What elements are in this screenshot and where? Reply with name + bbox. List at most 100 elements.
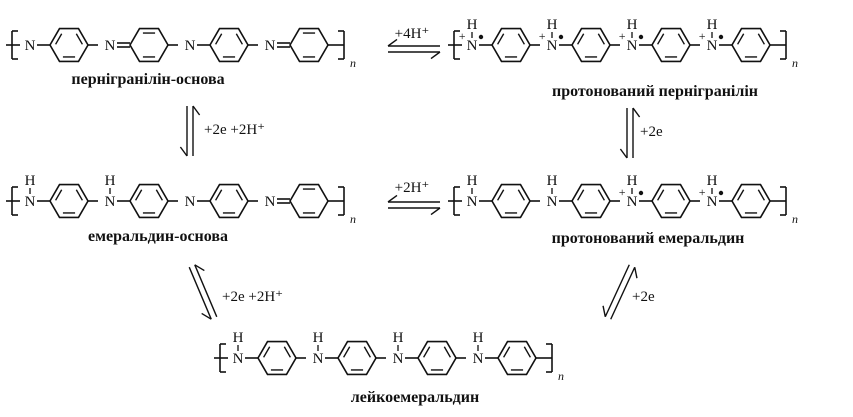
benzene-ring xyxy=(257,340,297,376)
ring-double-bond xyxy=(577,33,585,45)
ring-double-bond xyxy=(363,346,371,358)
ring-double-bond xyxy=(235,33,243,45)
ring-double-bond xyxy=(235,189,243,201)
ring-outline xyxy=(491,183,531,219)
nitrogen-atom: N xyxy=(467,194,478,210)
ring-double-bond xyxy=(657,33,665,45)
forward-arrow-shaft xyxy=(188,266,212,320)
ring-double-bond xyxy=(55,189,63,201)
benzene-ring xyxy=(209,27,249,63)
ring-double-bond xyxy=(523,346,531,358)
label-protonated-emeraldine-reduction: +2e xyxy=(632,289,655,305)
equilibrium-arrows xyxy=(179,38,641,320)
benzene-ring xyxy=(289,27,329,63)
ring-double-bond xyxy=(283,346,291,358)
label-emeraldine-reduction: +2e +2H⁺ xyxy=(222,289,283,305)
nitrogen-atom: N xyxy=(627,38,638,54)
ring-double-bond xyxy=(497,189,505,201)
ring-outline xyxy=(571,27,611,63)
ring-double-bond xyxy=(503,346,511,358)
ring-outline xyxy=(497,340,537,376)
benzene-ring xyxy=(49,183,89,219)
ring-double-bond xyxy=(657,189,665,201)
ring-double-bond xyxy=(737,189,745,201)
label-emeraldine-protonation: +2H⁺ xyxy=(395,180,430,196)
ring-double-bond xyxy=(423,346,431,358)
ring-double-bond xyxy=(757,33,765,45)
ring-outline xyxy=(491,27,531,63)
ring-double-bond xyxy=(75,33,83,45)
hydrogen-atom: H xyxy=(473,330,484,346)
label-pernigraniline-reduction: +2e +2H⁺ xyxy=(204,122,265,138)
forward-arrow-head xyxy=(179,146,188,157)
caption-emeraldine-base: емеральдин-основа xyxy=(88,228,228,245)
radical-dot xyxy=(638,34,644,40)
forward-arrow-head xyxy=(602,305,606,317)
ring-double-bond xyxy=(517,33,525,45)
benzene-ring xyxy=(337,340,377,376)
reverse-arrow-head xyxy=(387,194,398,203)
ring-outline xyxy=(49,183,89,219)
nitrogen-atom: N xyxy=(313,351,324,367)
nitrogen-atom: N xyxy=(473,351,484,367)
radical-dot xyxy=(558,34,564,40)
benzene-ring xyxy=(651,183,691,219)
ring-outline xyxy=(731,27,771,63)
benzene-ring xyxy=(129,183,169,219)
ring-double-bond xyxy=(577,189,585,201)
ring-outline xyxy=(731,183,771,219)
benzene-ring xyxy=(417,340,457,376)
reverse-arrow-head xyxy=(632,107,641,118)
hydrogen-atom: H xyxy=(547,17,558,33)
benzene-ring xyxy=(491,183,531,219)
hydrogen-atom: H xyxy=(467,17,478,33)
ring-outline xyxy=(289,183,329,219)
caption-pernigraniline-base: пернігранілін-основа xyxy=(71,71,224,88)
ring-double-bond xyxy=(135,189,143,201)
nitrogen-atom: N xyxy=(265,194,276,210)
ring-outline xyxy=(129,183,169,219)
radical-dot xyxy=(718,34,724,40)
ring-outline xyxy=(571,183,611,219)
ring-double-bond xyxy=(497,33,505,45)
hydrogen-atom: H xyxy=(627,17,638,33)
forward-arrow-shaft xyxy=(604,264,630,318)
ring-double-bond xyxy=(75,189,83,201)
hydrogen-atom: H xyxy=(627,173,638,189)
repeat-index: n xyxy=(792,56,798,70)
ring-double-bond xyxy=(215,33,223,45)
forward-arrow-head xyxy=(619,148,628,159)
nitrogen-atom: N xyxy=(627,194,638,210)
radical-dot xyxy=(638,190,644,196)
arrow-pernigraniline-reduction xyxy=(179,105,201,157)
nitrogen-atom: N xyxy=(233,351,244,367)
ring-double-bond xyxy=(155,189,163,201)
positive-charge: + xyxy=(698,185,706,199)
nitrogen-atom: N xyxy=(467,38,478,54)
benzene-ring xyxy=(129,27,169,63)
ring-outline xyxy=(651,183,691,219)
reverse-arrow-head xyxy=(192,105,201,116)
repeat-index: n xyxy=(558,369,564,383)
benzene-ring xyxy=(571,183,611,219)
arrow-protonated-pernigraniline-reduction xyxy=(619,107,641,159)
nitrogen-atom: N xyxy=(547,194,558,210)
ring-outline xyxy=(49,27,89,63)
ring-double-bond xyxy=(517,189,525,201)
hydrogen-atom: H xyxy=(707,173,718,189)
ring-double-bond xyxy=(677,33,685,45)
chain-protonated-pernigraniline: NH+NH+NH+NH+n xyxy=(448,17,798,70)
benzene-ring xyxy=(731,183,771,219)
radical-dot xyxy=(718,190,724,196)
forward-arrow-head xyxy=(430,207,441,216)
reverse-arrow-head xyxy=(634,267,638,279)
benzene-ring xyxy=(651,27,691,63)
arrow-emeraldine-protonation xyxy=(387,194,441,216)
positive-charge: + xyxy=(538,29,546,43)
